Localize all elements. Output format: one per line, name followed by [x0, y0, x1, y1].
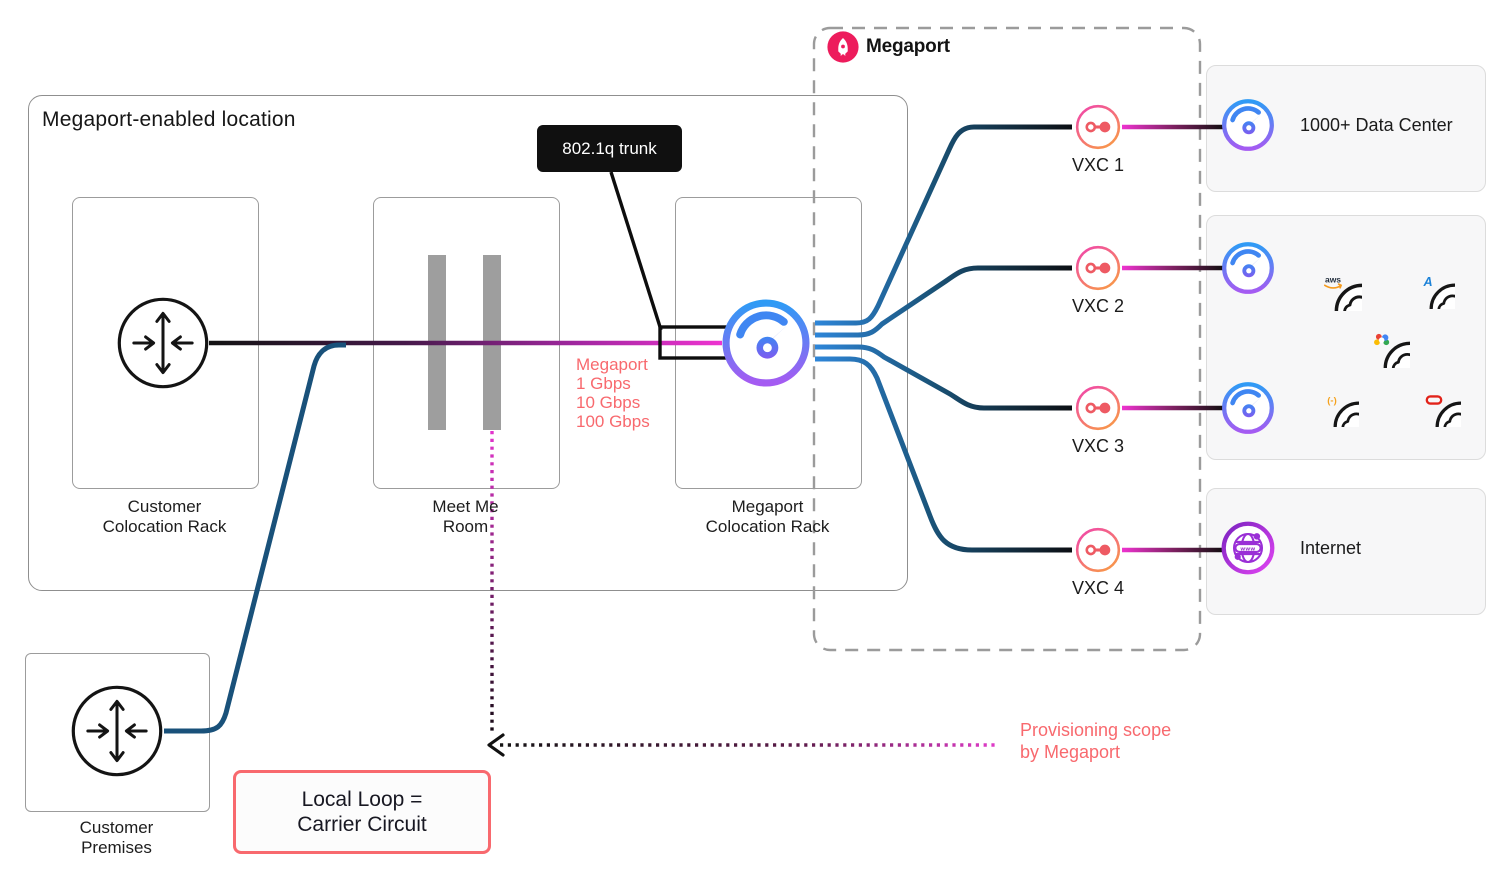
megaport-rocket-icon [827, 31, 859, 63]
code-cloud-icon: (-) [1327, 395, 1359, 427]
provisioning-scope-note: Provisioning scope by Megaport [1020, 720, 1172, 762]
local-loop-line [164, 342, 346, 734]
router-icon [70, 684, 164, 778]
vxc2-uplink-line [815, 265, 1072, 338]
router-icon [116, 296, 210, 390]
provisioning-scope-arrowhead [487, 733, 505, 757]
megaport-enabled-location-box [28, 95, 908, 591]
vxc-icon [1074, 526, 1122, 574]
megaport-port-icon [1220, 380, 1276, 436]
customer-premises-label: Customer Premises [79, 818, 154, 857]
meet-me-room-label: Meet Me Room [432, 497, 499, 536]
vxc1-uplink-line [815, 124, 1072, 326]
svg-text:www: www [1239, 546, 1255, 552]
google-cloud-icon [1374, 333, 1410, 368]
svg-text:(-): (-) [1327, 395, 1336, 406]
vxc4-label: VXC 4 [1071, 578, 1125, 598]
vxc-icon [1074, 384, 1122, 432]
megaport-logo-text: Megaport [866, 36, 950, 57]
vxc4-uplink-line [815, 356, 1072, 553]
megaport-logo: Megaport [826, 30, 950, 64]
port-speed-options: Megaport 1 Gbps 10 Gbps 100 Gbps [576, 355, 650, 431]
megaport-port-icon [1220, 240, 1276, 296]
aws-cloud-icon: aws [1323, 274, 1362, 311]
internet-label: Internet [1300, 538, 1362, 558]
trunk-callout-line [609, 171, 663, 331]
vxc1-label: VXC 1 [1071, 155, 1125, 175]
data-center-destination-box [1206, 65, 1486, 192]
customer-colocation-rack-label: Customer Colocation Rack [102, 497, 227, 536]
vxc3-label: VXC 3 [1071, 436, 1125, 456]
vxc-icon [1074, 103, 1122, 151]
svg-text:A: A [1422, 275, 1432, 289]
svg-text:aws: aws [1325, 274, 1341, 284]
vxc3-uplink-line [815, 344, 1072, 411]
oracle-cloud-icon [1425, 395, 1461, 427]
internet-globe-icon: www [1221, 521, 1275, 575]
local-loop-callout-box: Local Loop = Carrier Circuit [233, 770, 491, 854]
megaport-colocation-rack-label: Megaport Colocation Rack [705, 497, 830, 536]
azure-cloud-icon: A [1422, 275, 1455, 309]
vxc-icon [1074, 244, 1122, 292]
megaport-port-icon [719, 296, 813, 390]
data-center-label: 1000+ Data Center [1300, 115, 1453, 135]
megaport-port-icon [1220, 97, 1276, 153]
location-title: Megaport-enabled location [42, 108, 296, 131]
megaport-scope-dashed-box [812, 26, 1202, 652]
vxc2-label: VXC 2 [1071, 296, 1125, 316]
trunk-callout-label: 802.1q trunk [537, 125, 682, 172]
